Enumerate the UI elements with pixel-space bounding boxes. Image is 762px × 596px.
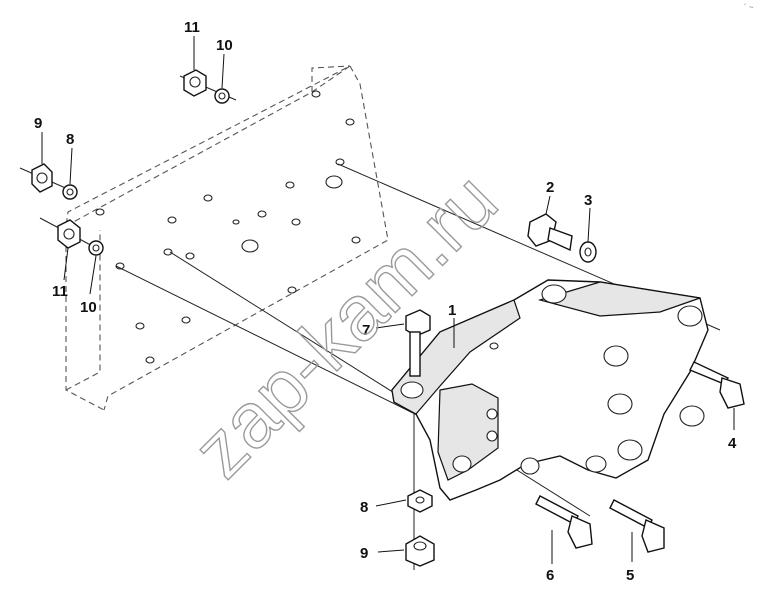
washer-10-left	[88, 240, 104, 256]
callout-9-bottom: 9	[360, 545, 368, 562]
callout-4: 4	[728, 435, 737, 452]
washer-3	[579, 241, 597, 263]
callout-8-top: 8	[66, 131, 74, 148]
callout-6: 6	[546, 567, 554, 584]
callout-labels: 1 2 3 4 5 6 7 8 9 11 10 9 8 11 10	[34, 19, 737, 584]
frame-holes	[95, 90, 361, 364]
callout-11-left: 11	[52, 283, 68, 300]
nut-11-left	[57, 219, 81, 249]
corner-mark: ´ ~	[744, 3, 754, 12]
washer-8-bottom	[407, 489, 433, 513]
washer-8-top	[62, 184, 78, 200]
bolt-2	[527, 213, 573, 252]
callout-7: 7	[362, 322, 370, 339]
callout-9-top: 9	[34, 115, 42, 132]
frame-rail	[65, 65, 389, 411]
callout-1: 1	[448, 302, 456, 319]
bolt-7	[405, 309, 431, 377]
bolt-6	[535, 495, 593, 549]
callout-11-top: 11	[184, 19, 200, 36]
callout-10-top: 10	[216, 37, 233, 54]
leader-lines	[41, 36, 735, 564]
bolt-5	[609, 499, 665, 553]
washer-10-top	[214, 88, 230, 104]
callout-2: 2	[546, 179, 554, 196]
nut-9-bottom	[405, 535, 435, 567]
nut-11-top	[183, 69, 207, 97]
nut-9-top	[31, 163, 53, 193]
callout-10-left: 10	[80, 299, 97, 316]
callout-3: 3	[584, 192, 592, 209]
callout-8-bottom: 8	[360, 499, 368, 516]
bracket	[391, 279, 709, 501]
bracket-holes	[400, 284, 705, 475]
callout-5: 5	[626, 567, 634, 584]
bolt-4	[689, 361, 745, 409]
